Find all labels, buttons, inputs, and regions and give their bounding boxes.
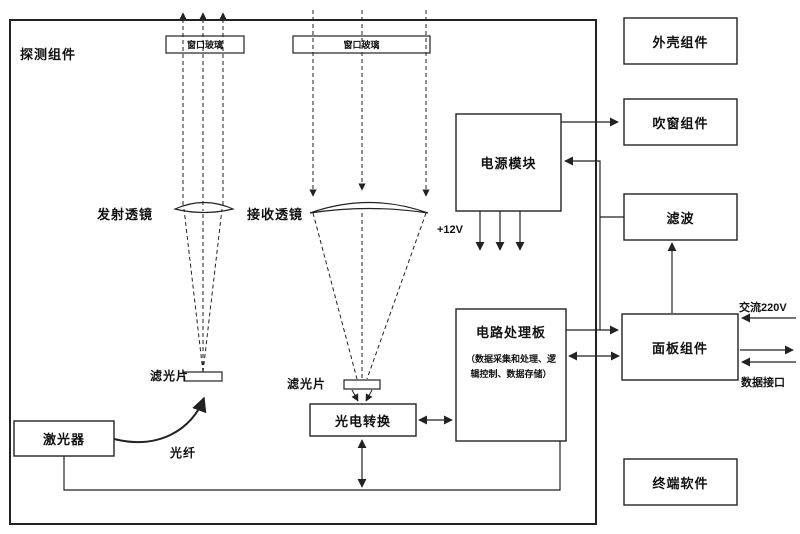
rx-cone-left xyxy=(312,212,358,380)
laser-label: 激光器 xyxy=(42,432,85,447)
connection-lines xyxy=(63,117,796,491)
rx-cone-right xyxy=(366,212,427,380)
filter-to-power-line xyxy=(564,156,624,218)
power-module-box xyxy=(455,113,562,212)
window-blower-label: 吹窗组件 xyxy=(652,115,709,131)
detection-enclosure-box xyxy=(9,19,597,525)
receive-lens-label: 接收透镜 xyxy=(247,207,304,222)
filter-2-element xyxy=(343,379,381,390)
terminal-software-label: 终端软件 xyxy=(652,475,709,491)
receive-beam xyxy=(309,10,430,380)
boxes-layer xyxy=(9,17,739,525)
lenses-layer xyxy=(173,201,429,214)
panel-box xyxy=(621,313,739,381)
terminal-software-box xyxy=(623,458,738,506)
transmit-beam xyxy=(179,12,227,373)
tx-cone-right xyxy=(202,208,223,373)
filter-1-label: 滤光片 xyxy=(150,369,190,383)
panel-label: 面板组件 xyxy=(651,340,708,356)
laser-box xyxy=(13,420,115,457)
window-glass-1-label: 窗口玻璃 xyxy=(186,40,223,50)
photoelectric-box xyxy=(309,403,417,437)
fiber-label: 光纤 xyxy=(170,446,197,460)
rx-focus-arrow-1 xyxy=(351,389,359,402)
data-interface-label: 数据接口 xyxy=(741,377,785,389)
rx-focus-arrow-2 xyxy=(365,389,373,402)
fiber-arrow xyxy=(113,396,207,444)
housing-box xyxy=(623,17,738,65)
filter-1-element xyxy=(183,371,223,382)
window-glass-2-label: 窗口玻璃 xyxy=(343,40,380,50)
circuit-board-subtitle: （数据采集和处理、逻辑控制、数据存储） xyxy=(465,354,556,380)
transmit-lens-label: 发射透镜 xyxy=(97,207,154,222)
circuit-board-title: 电路处理板 xyxy=(475,324,546,340)
filter-block-label: 滤波 xyxy=(666,210,695,226)
circuit-board-box xyxy=(455,308,567,442)
focus-to-pec-arrows xyxy=(351,389,373,402)
window-blower-box xyxy=(623,98,738,146)
power-module-label: 电源模块 xyxy=(480,156,537,171)
photoelectric-label: 光电转换 xyxy=(334,413,391,429)
filter-2-label: 滤光片 xyxy=(287,377,327,391)
ac220v-label: 交流220V xyxy=(739,302,787,314)
laser-control-bus xyxy=(63,441,561,491)
receive-lens-shape xyxy=(309,201,429,214)
plus12v-label: +12V xyxy=(437,224,463,236)
housing-label: 外壳组件 xyxy=(652,34,709,50)
transmit-lens-shape xyxy=(173,201,235,214)
tx-cone-left xyxy=(183,208,204,373)
window-glass-1-box xyxy=(165,35,245,54)
enclosure-label: 探测组件 xyxy=(20,47,77,62)
